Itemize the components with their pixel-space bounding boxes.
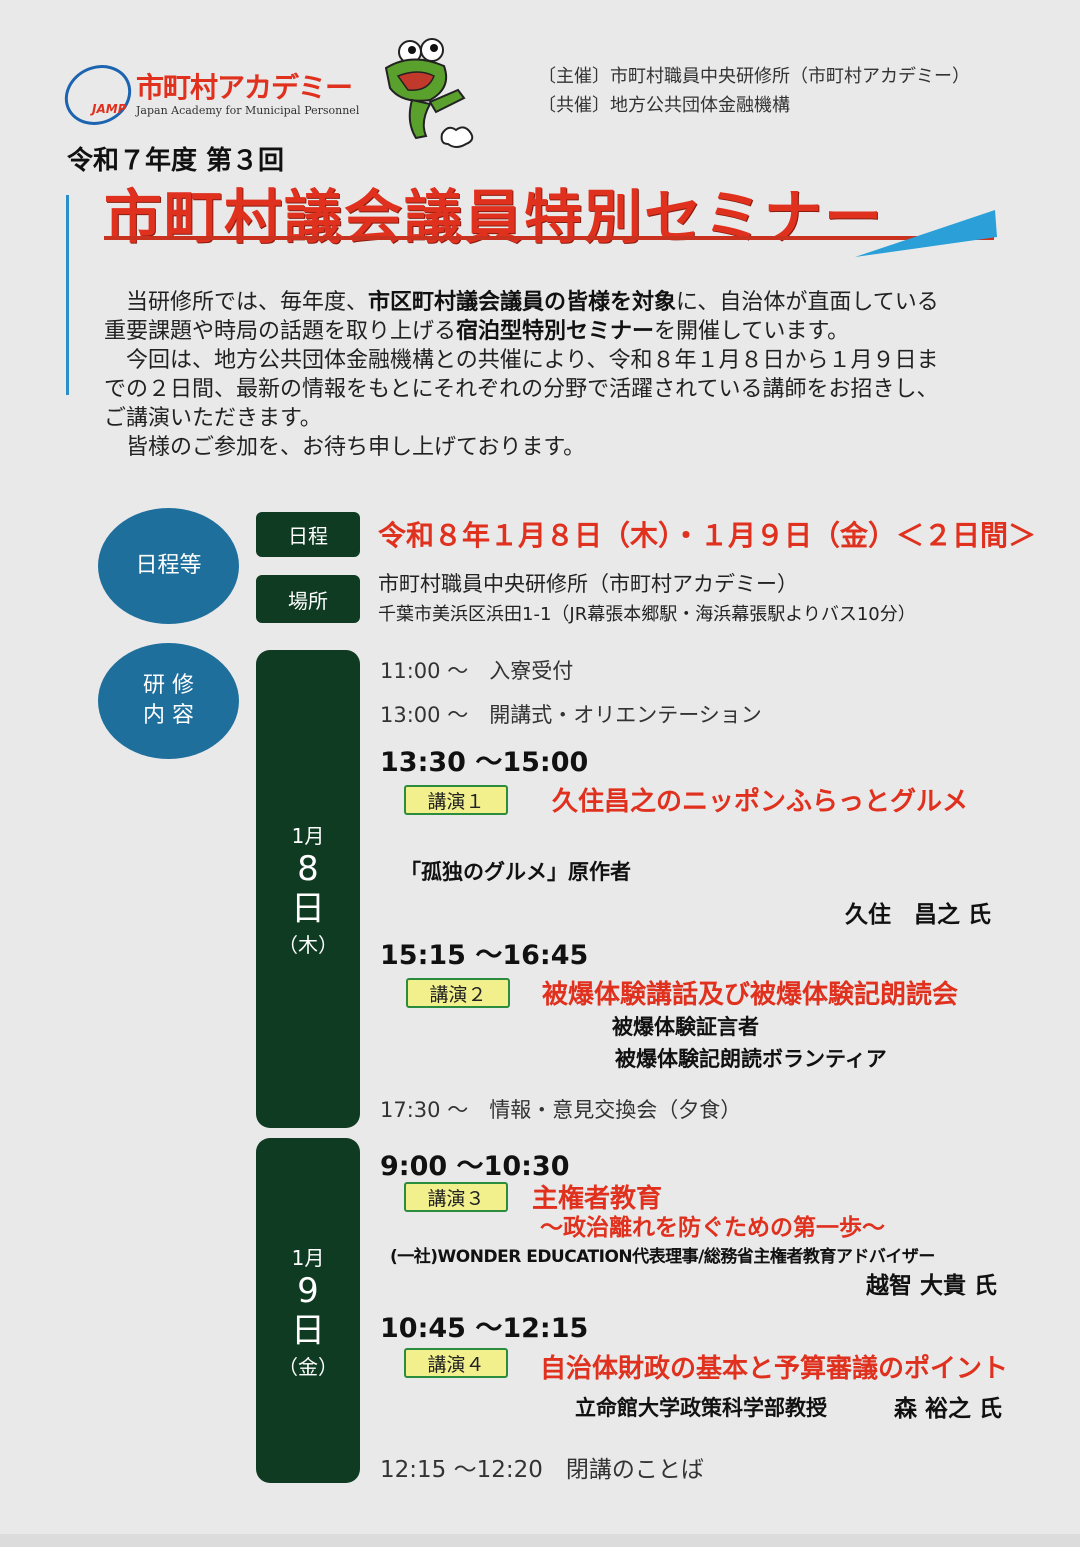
intro-text: 当研修所では、毎年度、市区町村議会議員の皆様を対象に、自治体が直面している 重要… (104, 290, 939, 460)
logo-english: Japan Academy for Municipal Personnel (136, 104, 360, 117)
venue-tag: 場所 (256, 575, 360, 623)
schedule-item: 11:00 ～ 入寮受付 (380, 659, 574, 683)
venue-name: 市町村職員中央研修所（市町村アカデミー） (378, 572, 798, 596)
speaker-role: 被爆体験証言者 (612, 1015, 759, 1039)
lecture-tag: 講演３ (404, 1182, 508, 1212)
frog-mascot-icon (384, 38, 474, 148)
session-time: 15:15 ～16:45 (380, 940, 589, 971)
host-organizer: 〔主催〕市町村職員中央研修所（市町村アカデミー） (538, 66, 970, 87)
page-title: 市町村議会議員特別セミナー (104, 183, 885, 251)
schedule-item: 17:30 ～ 情報・意見交換会（夕食） (380, 1098, 742, 1122)
schedule-tag: 日程 (256, 512, 360, 557)
lecture-tag: 講演４ (404, 1348, 508, 1378)
session-time: 10:45 ～12:15 (380, 1313, 589, 1344)
blue-swoosh-icon (855, 210, 997, 257)
seminar-edition: 令和７年度 第３回 (67, 146, 285, 176)
lecture-title: 自治体財政の基本と予算審議のポイント (540, 1354, 1009, 1384)
lecture-subtitle: ～政治離れを防ぐための第一歩～ (540, 1215, 885, 1241)
speaker-role: (一社)WONDER EDUCATION代表理事/総務省主権者教育アドバイザー (390, 1247, 935, 1267)
schedule-circle: 日程等 (98, 508, 239, 624)
lecture-title: 主権者教育 (532, 1184, 663, 1214)
lecture-tag: 講演１ (404, 785, 508, 815)
speaker-role: 被爆体験記朗読ボランティア (615, 1047, 887, 1071)
logo-abbr: JAMP (92, 102, 127, 116)
bottom-strip (0, 1534, 1080, 1547)
title-underline (104, 236, 994, 240)
accent-line (66, 195, 69, 395)
logo-name: 市町村アカデミー (136, 71, 353, 104)
schedule-value: 令和８年１月８日（木）・１月９日（金）＜２日間＞ (378, 519, 1037, 552)
session-time: 9:00 ～10:30 (380, 1151, 570, 1182)
speaker-role: 「孤独のグルメ」原作者 (400, 860, 631, 884)
speaker-name: 森 裕之 氏 (894, 1396, 1003, 1422)
session-time: 13:30 ～15:00 (380, 747, 589, 778)
lecture-title: 久住昌之のニッポンふらっとグルメ (552, 787, 969, 817)
schedule-item: 13:00 ～ 開講式・オリエンテーション (380, 703, 762, 727)
lecture-tag: 講演２ (406, 978, 510, 1008)
venue-address: 千葉市美浜区浜田1-1（JR幕張本郷駅・海浜幕張駅よりバス10分） (378, 604, 916, 625)
program-circle: 研 修内 容 (98, 643, 239, 759)
speaker-role: 立命館大学政策科学部教授 (575, 1396, 827, 1420)
speaker-name: 久住 昌之 氏 (845, 902, 992, 928)
cohost-organizer: 〔共催〕地方公共団体金融機構 (538, 95, 790, 116)
academy-logo: 市町村アカデミー JAMP Japan Academy for Municipa… (54, 54, 362, 136)
lecture-title: 被爆体験講話及び被爆体験記朗読会 (542, 980, 959, 1010)
schedule-item: 12:15 ～12:20 閉講のことば (380, 1457, 704, 1483)
speaker-name: 越智 大貴 氏 (866, 1273, 998, 1299)
logo-ring-icon (54, 54, 142, 136)
